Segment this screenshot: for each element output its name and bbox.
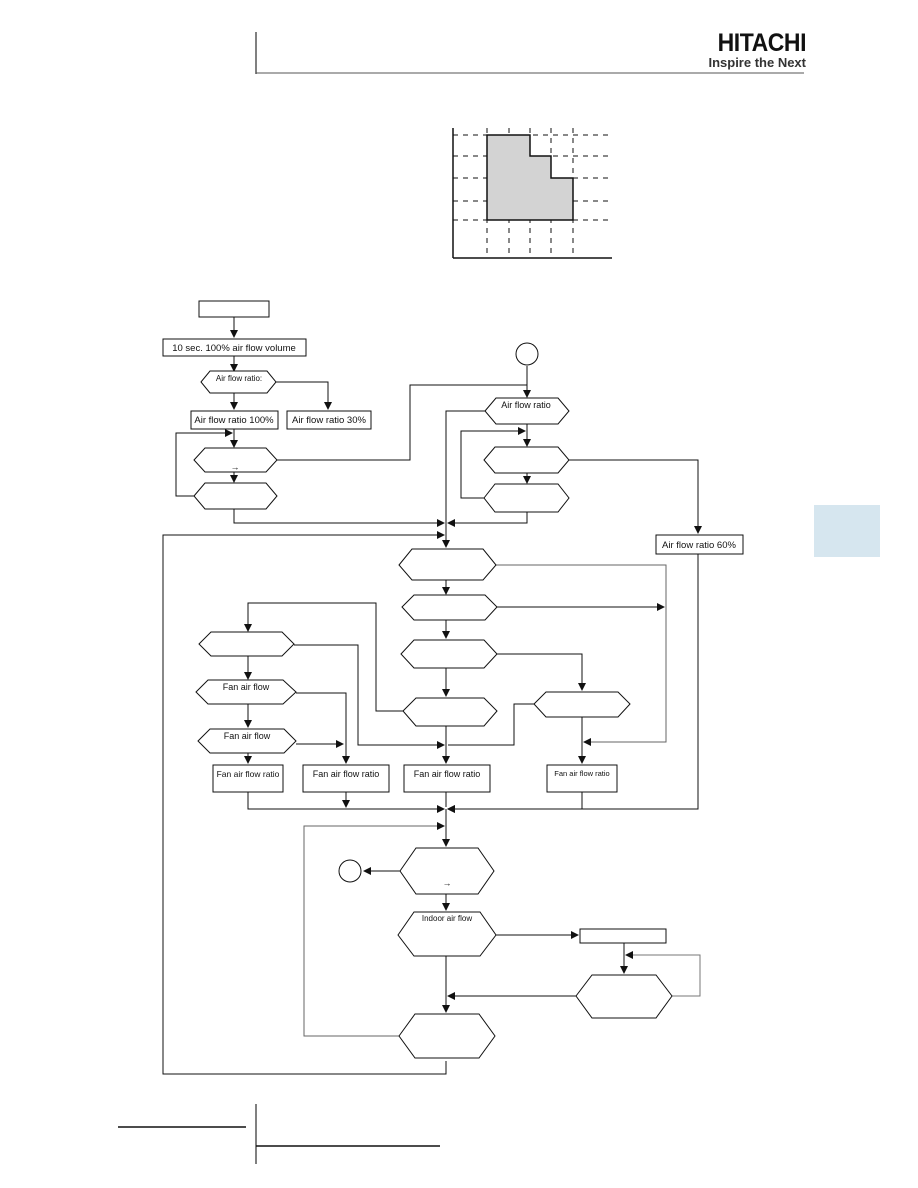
flow-connectors: [162, 317, 702, 1075]
label-airflow-ratio: Air flow ratio:: [216, 374, 262, 383]
page-rules: [118, 32, 804, 1164]
decision-bottom-2: [398, 1013, 496, 1059]
operation-range-chart: [452, 128, 612, 259]
label-ratio-100: Air flow ratio 100%: [194, 415, 274, 426]
decision-center-2: [401, 594, 498, 621]
connector-circle-bottom: [338, 859, 362, 883]
decision-airflow-ratio-right: [484, 397, 570, 425]
flow-labels: 10 sec. 100% air flow volume Air flow ra…: [172, 343, 736, 923]
decision-bottom-1: [399, 847, 495, 895]
connector-circle-top: [515, 342, 539, 366]
decision-left-3: [198, 631, 295, 657]
box-bottom-right: [579, 928, 667, 944]
label-fan-airflow-1: Fan air flow: [223, 682, 270, 692]
label-fan-ratio-3: Fan air flow ratio: [414, 769, 481, 779]
label-arrow-left: →: [231, 462, 240, 472]
decision-left-1: [193, 447, 278, 473]
decision-center-4: [402, 697, 498, 727]
decision-fan-airflow-1: [195, 679, 297, 705]
section-tab: [814, 505, 880, 557]
decision-fan-airflow-2: [197, 728, 297, 754]
box-fan-ratio-4: [546, 764, 618, 793]
decision-center-3: [400, 639, 498, 669]
decision-bottom-right: [575, 974, 673, 1019]
decision-indoor-airflow: [397, 911, 497, 957]
label-fan-ratio-1: Fan air flow ratio: [217, 769, 280, 779]
hitachi-logo: HITACHI Inspire the Next: [686, 30, 806, 70]
label-ratio-60: Air flow ratio 60%: [662, 540, 736, 551]
decision-right-2: [483, 483, 570, 513]
label-indoor-airflow: Indoor air flow: [422, 914, 472, 923]
label-airflow-ratio-right: Air flow ratio: [501, 400, 551, 410]
label-arrow-bottom: →: [443, 878, 452, 888]
brand-name: HITACHI: [717, 29, 807, 57]
flow-nodes: [162, 300, 744, 1059]
operation-area: [486, 134, 574, 221]
box-ratio-100: [190, 410, 279, 430]
box-ratio-30: [286, 410, 372, 430]
decision-center-1: [398, 548, 497, 581]
box-initial-airflow: [162, 338, 307, 357]
brand-tagline: Inspire the Next: [708, 55, 806, 70]
box-fan-ratio-1: [212, 764, 284, 793]
label-fan-airflow-2: Fan air flow: [224, 731, 271, 741]
label-fan-ratio-2: Fan air flow ratio: [313, 769, 380, 779]
start-box: [198, 300, 270, 318]
label-fan-ratio-4: Fan air flow ratio: [554, 769, 609, 778]
box-ratio-60: [655, 534, 744, 555]
box-fan-ratio-3: [403, 764, 491, 793]
decision-right-3: [533, 691, 631, 718]
decision-right-1: [483, 446, 570, 474]
label-initial-airflow: 10 sec. 100% air flow volume: [172, 343, 296, 354]
decision-airflow-ratio: [200, 370, 277, 394]
decision-left-2: [193, 482, 278, 510]
label-ratio-30: Air flow ratio 30%: [292, 415, 366, 426]
chart-axes: [452, 128, 612, 259]
box-fan-ratio-2: [302, 764, 390, 793]
